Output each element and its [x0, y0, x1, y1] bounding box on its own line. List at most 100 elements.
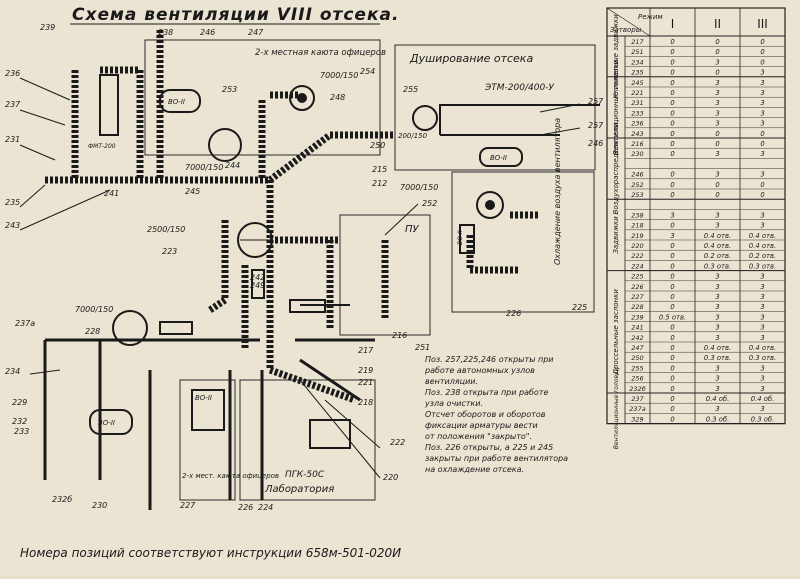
table-cell: 0 — [670, 58, 674, 66]
table-cell: 235 — [631, 69, 643, 77]
pos-226b: 226 — [238, 503, 253, 512]
table-cell: 0 — [670, 395, 674, 403]
table-mode-1: I — [671, 17, 675, 31]
table-cell: 0.5 отв. — [659, 313, 686, 321]
table-cell: 3 — [760, 293, 764, 301]
table-cell: 3 — [715, 273, 719, 281]
table-cell: 0 — [670, 48, 674, 56]
pos-243: 243 — [5, 221, 20, 230]
fan-7000-top-label: 7000/150 — [320, 71, 358, 80]
cooling-label: Охлаждение воздуха вентилятора — [553, 118, 562, 265]
footer-text: Номера позиций соответствуют инструкции … — [20, 546, 401, 560]
pos-251: 251 — [415, 343, 430, 352]
cooling-box — [451, 171, 595, 313]
table-cell: 3 — [760, 171, 764, 179]
table-cell: 239 — [631, 313, 643, 321]
pos-223: 223 — [162, 247, 177, 256]
lab-box — [239, 379, 376, 501]
pos-237: 237 — [5, 100, 21, 109]
pos-239: 239 — [40, 23, 55, 32]
table-header-diagonal — [606, 7, 651, 37]
note-line-10: закрыты при работе вентилятора — [425, 454, 568, 463]
table-cell: 0.2 отв. — [704, 252, 731, 260]
table-cell: 3 — [760, 109, 764, 117]
table-cell: 3 — [760, 283, 764, 291]
table-cell: 234 — [631, 58, 643, 66]
note-line-8: от положения "закрыто". — [425, 432, 532, 441]
table-cell: 3 — [715, 283, 719, 291]
bo-lab-label: ВО-II — [195, 394, 212, 402]
lab-label: Лаборатория — [264, 483, 334, 495]
note-line-6: Отсчет оборотов и оборотов — [425, 410, 546, 419]
table-cell: 3 — [760, 303, 764, 311]
pos-250: 250 — [370, 141, 385, 150]
fan-shower-label: ЭТМ-200/400-У — [484, 83, 554, 93]
filter-mid — [289, 299, 326, 313]
note-line-4: Поз. 238 открыта при работе — [425, 388, 548, 397]
table-cell: 3 — [715, 150, 719, 158]
pos-241: 241 — [104, 189, 119, 198]
fan-228 — [112, 310, 148, 346]
table-cell: 3 — [715, 89, 719, 97]
table-cell: 0 — [670, 222, 674, 230]
fan-249 — [476, 191, 504, 219]
table-cell: 0.3 отв. — [749, 354, 776, 362]
table-cell: 0.4 отв. — [704, 344, 731, 352]
table-cell: 0 — [670, 140, 674, 148]
pos-234: 234 — [5, 367, 20, 376]
pos-232b: 232б — [52, 495, 72, 504]
table-cell: 0 — [715, 140, 719, 148]
table-cell: 3 — [715, 334, 719, 342]
table-cell: 0.4 отв. — [749, 232, 776, 240]
pos-257b: 257 — [588, 121, 604, 130]
table-cell: 0 — [670, 405, 674, 413]
table-cell: 0 — [760, 181, 764, 189]
heater-side — [459, 224, 475, 254]
table-cell: 0 — [670, 89, 674, 97]
pos-252: 252 — [422, 199, 437, 208]
table-cell: 0 — [670, 344, 674, 352]
pos-245: 245 — [185, 187, 200, 196]
table-cell: 0 — [670, 38, 674, 46]
table-cell: 226 — [631, 283, 643, 291]
pos-235: 235 — [5, 198, 20, 207]
bo-shower-label: ВО-II — [490, 154, 507, 162]
fan-7000-top — [208, 128, 242, 162]
officer-cabin-top-label: 2-х местная каюта офицеров — [255, 48, 386, 58]
table-cell: 3 — [760, 150, 764, 158]
table-cell: 3 — [715, 313, 719, 321]
pu-box — [339, 214, 431, 336]
table-cell: 252 — [631, 181, 643, 189]
table-cell: 243 — [631, 130, 643, 138]
table-cell: 3 — [715, 58, 719, 66]
table-cell: 3 — [715, 405, 719, 413]
fan-200-label: 200/150 — [398, 132, 428, 140]
pos-225: 225 — [572, 303, 587, 312]
pos-244: 244 — [225, 161, 240, 170]
table-cell: 0 — [670, 415, 674, 423]
table-cell: 0 — [715, 191, 719, 199]
pos-233: 233 — [14, 427, 29, 436]
bo-top-label: ВО-II — [168, 98, 185, 106]
table-cell: 221 — [631, 89, 643, 97]
pos-246: 246 — [200, 28, 215, 37]
table-cell: 0 — [760, 48, 764, 56]
pos-236: 236 — [5, 69, 20, 78]
table-group-label: Задвижки — [612, 216, 620, 254]
table-cell: 0.3 отв. — [704, 354, 731, 362]
pgk-unit — [309, 419, 351, 449]
officer-cabin-bottom-box — [179, 379, 236, 501]
table-cell: 0 — [670, 242, 674, 250]
table-cell: 3 — [715, 109, 719, 117]
fan-7000-left-label: 7000/150 — [75, 305, 113, 314]
table-cell: 3 — [760, 120, 764, 128]
pos-221: 221 — [358, 378, 373, 387]
table-cell: 0 — [760, 140, 764, 148]
table-cell: 0 — [760, 58, 764, 66]
pos-230: 230 — [92, 501, 107, 510]
table-cell: 3 — [715, 211, 719, 219]
heater-left — [89, 409, 133, 435]
table-cell: 3 — [715, 375, 719, 383]
table-group-label: Клинкетные задвижки — [612, 14, 620, 99]
